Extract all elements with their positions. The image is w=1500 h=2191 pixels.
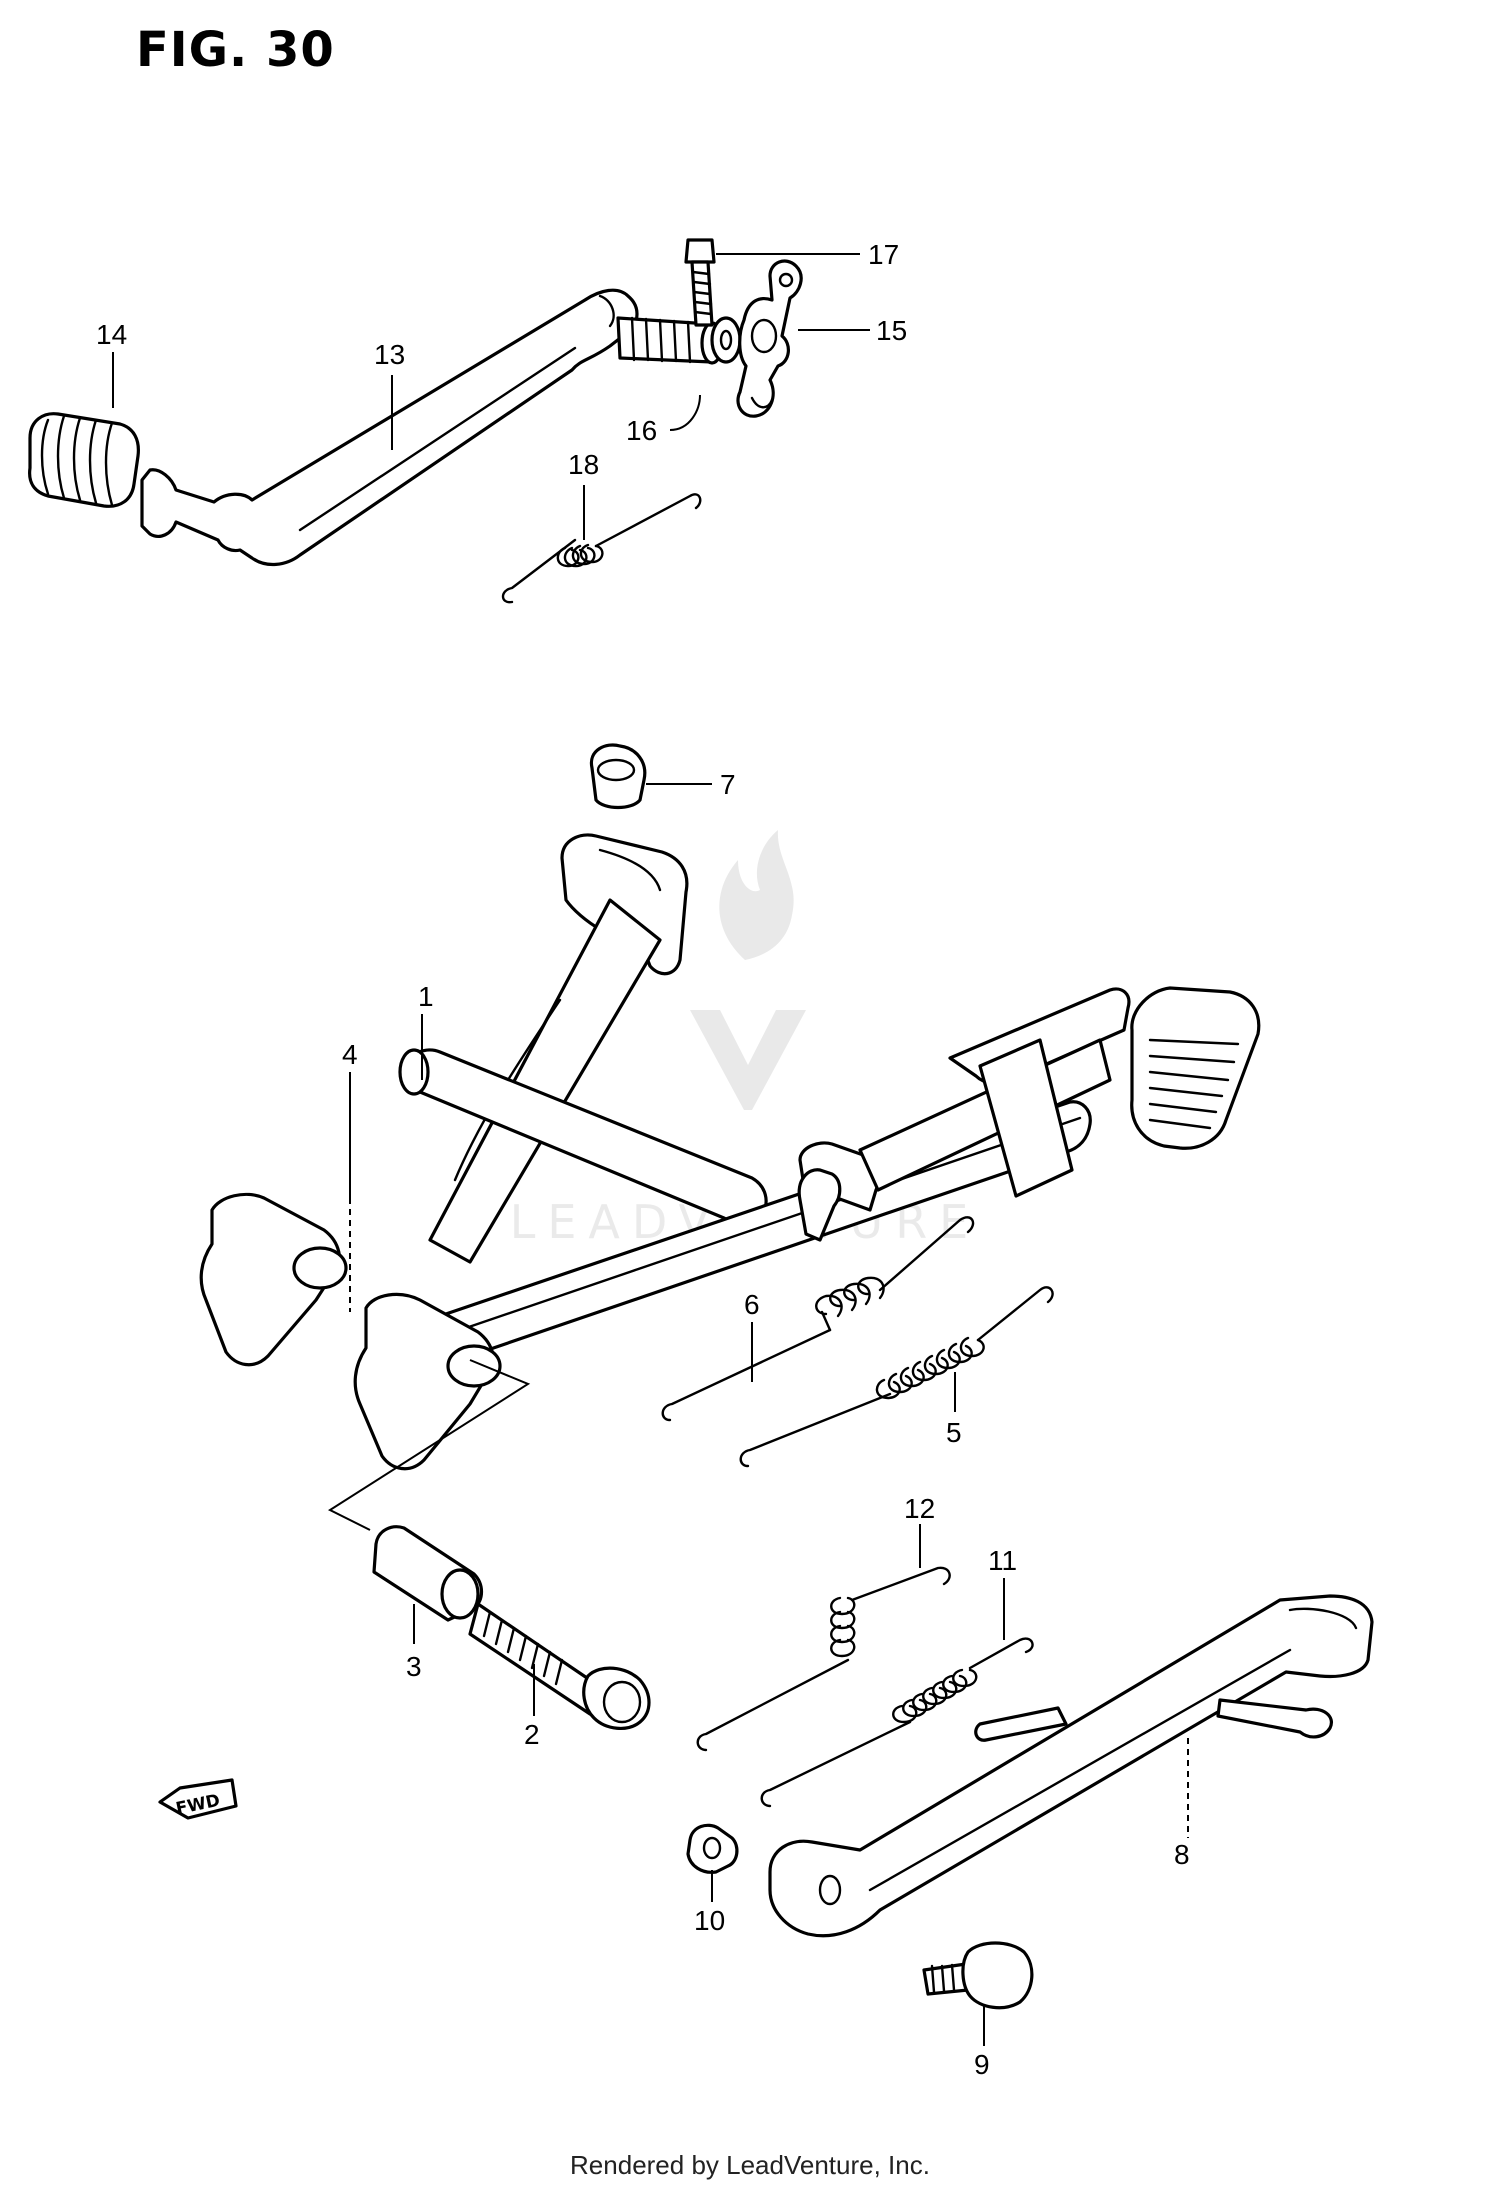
callout-2: 2 (524, 1719, 540, 1750)
callout-11: 11 (988, 1545, 1017, 1576)
callout-15: 15 (876, 315, 907, 346)
stopper-rubber (589, 743, 647, 810)
shift-arm-clamp (736, 259, 803, 418)
side-stand-spring-12 (696, 1566, 951, 1752)
side-stand-8 (768, 1594, 1374, 1938)
callout-10: 10 (694, 1905, 725, 1936)
nut-10 (686, 1823, 739, 1874)
callout-12: 12 (904, 1493, 935, 1524)
callout-4: 4 (342, 1039, 358, 1070)
callout-13: 13 (374, 339, 405, 370)
fwd-arrow-badge: FWD (158, 1778, 238, 1820)
leader-16 (669, 394, 701, 431)
callout-18: 18 (568, 449, 599, 480)
callout-5: 5 (946, 1417, 962, 1448)
callout-6: 6 (744, 1289, 760, 1320)
center-stand (199, 833, 1261, 1471)
shift-bolt (684, 238, 716, 327)
footer-credit: Rendered by LeadVenture, Inc. (570, 2150, 930, 2180)
shift-pedal-rubber (28, 412, 140, 508)
washer (710, 316, 742, 364)
callout-9: 9 (974, 2049, 990, 2080)
stand-spring-6 (661, 1216, 975, 1422)
stand-spring-5 (739, 1286, 1054, 1468)
pivot-axis-lines (327, 1359, 531, 1531)
fig-title: FIG. 30 (136, 22, 335, 78)
pivot-bolt-2 (468, 1602, 651, 1730)
callout-17: 17 (868, 239, 899, 270)
callout-7: 7 (720, 769, 736, 800)
pivot-collar-3 (372, 1525, 484, 1622)
callout-3: 3 (406, 1651, 422, 1682)
callout-8: 8 (1174, 1839, 1190, 1870)
side-stand-spring-11 (760, 1637, 1034, 1808)
callout-16: 16 (626, 415, 657, 446)
callout-1: 1 (418, 981, 434, 1012)
side-stand-bolt-9 (922, 1941, 1034, 2010)
callout-14: 14 (96, 319, 127, 350)
return-spring-18 (501, 493, 702, 604)
gear-shift-lever (140, 288, 639, 566)
